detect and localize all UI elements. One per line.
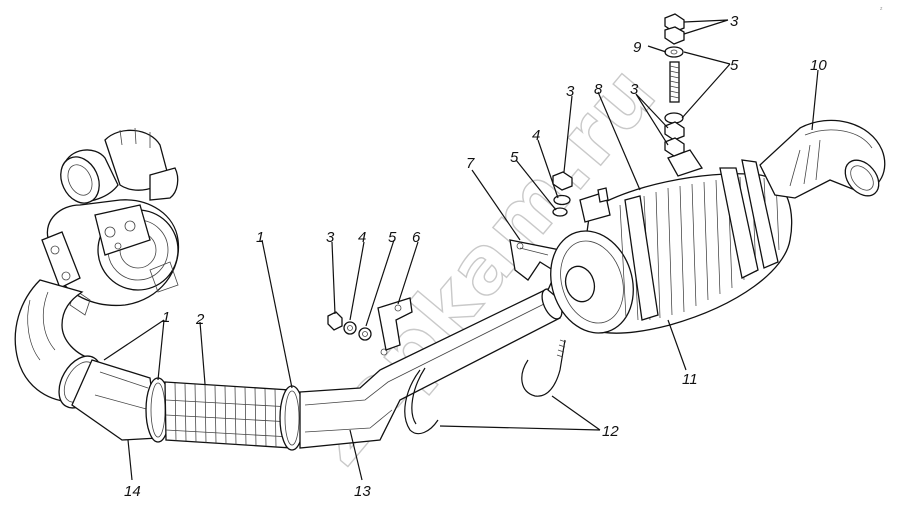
- callout-7: 7: [466, 155, 475, 172]
- muffler-straps: [624, 159, 779, 321]
- callout-1-left: 1: [162, 309, 170, 326]
- callout-3-left: 3: [326, 229, 335, 246]
- u-bolt-12: [404, 339, 567, 435]
- callout-5-mid: 5: [510, 149, 519, 166]
- callout-9: 9: [633, 39, 642, 56]
- callout-1-center: 1: [256, 229, 264, 246]
- washer-9: [664, 46, 684, 58]
- corner-mark: z: [880, 6, 883, 12]
- fastener-set-mid: [552, 171, 573, 217]
- bellows-2: [164, 381, 293, 449]
- downpipe-14: [14, 279, 159, 441]
- callout-3-mid-left: 3: [566, 83, 575, 100]
- stud-fasteners-top: [664, 13, 685, 157]
- callout-4-left: 4: [358, 229, 366, 246]
- muffler-8: [550, 149, 793, 334]
- callout-14: 14: [124, 483, 141, 500]
- washer-5-left: [358, 327, 372, 341]
- callout-6: 6: [412, 229, 421, 246]
- tailpipe-10: [759, 119, 886, 199]
- callout-labels: 3 9 5 10 3 8 3 4 5 7 1 3 4 5 6 1 2 11 12…: [124, 13, 827, 500]
- callout-11: 11: [682, 371, 698, 388]
- nut-3-left: [327, 311, 343, 331]
- washer-4-left: [343, 321, 357, 335]
- leader-lines: [103, 19, 819, 481]
- turbocharger: [41, 127, 180, 316]
- washer-4-mid: [553, 194, 571, 206]
- callout-4-mid: 4: [532, 127, 540, 144]
- callout-10: 10: [810, 57, 827, 74]
- washer-5-mid: [552, 207, 568, 217]
- callout-13: 13: [354, 483, 371, 500]
- callout-3-top: 3: [730, 13, 739, 30]
- bracket-6: [377, 297, 413, 351]
- callout-2: 2: [195, 311, 205, 328]
- washer-5-top: [664, 112, 684, 124]
- fastener-set-left: [327, 311, 372, 341]
- bellows-corrugation: [165, 382, 292, 448]
- callout-5-left: 5: [388, 229, 397, 246]
- callout-3-mid-right: 3: [630, 81, 639, 98]
- callout-5-top: 5: [730, 57, 739, 74]
- nut-3-top-b: [664, 26, 685, 45]
- callout-8: 8: [594, 81, 603, 98]
- nut-3-lower: [664, 121, 685, 141]
- callout-12: 12: [602, 423, 619, 440]
- nut-3-top-a: [664, 13, 685, 33]
